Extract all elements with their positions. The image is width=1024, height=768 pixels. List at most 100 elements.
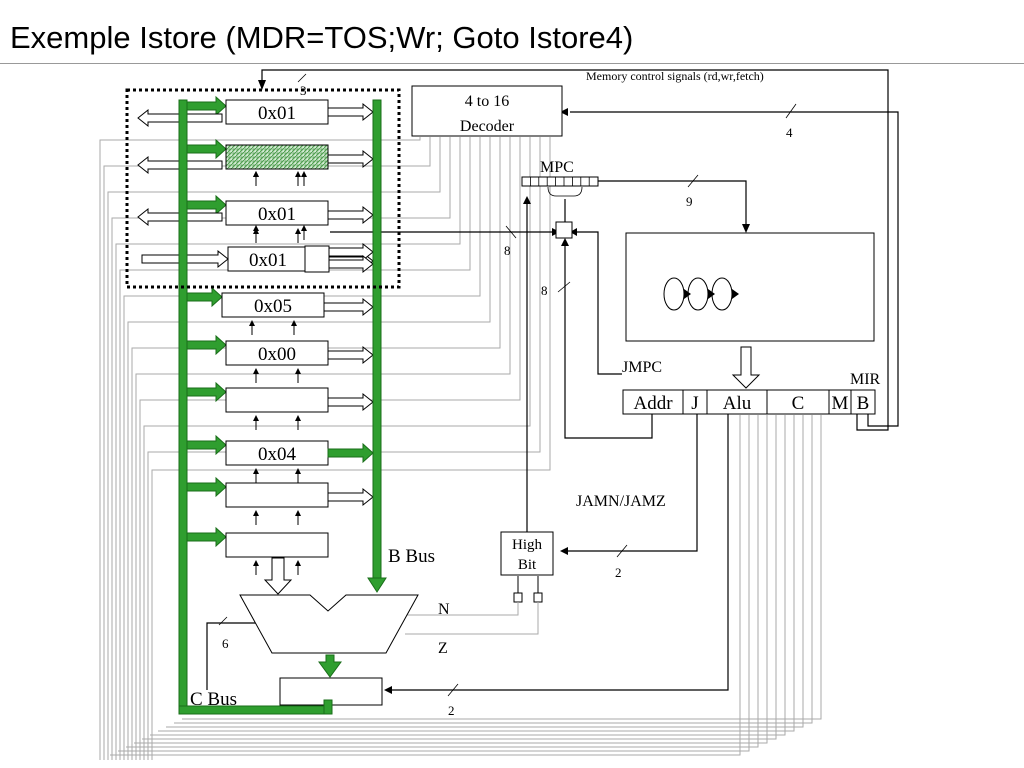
register-4 <box>221 292 325 318</box>
jamn-jamz-label: JAMN/JAMZ <box>576 493 666 510</box>
mpc-label: MPC <box>540 159 574 176</box>
register-5 <box>225 340 329 366</box>
register-value: 0x05 <box>254 296 292 317</box>
b-bus-output-arrow <box>327 149 374 169</box>
memory-control-label: Memory control signals (rd,wr,fetch) <box>586 69 764 83</box>
mir-field-b <box>850 389 876 415</box>
decoder-line2: Decoder <box>460 118 515 135</box>
mbr-output-arrow <box>328 242 374 262</box>
register-0 <box>225 99 329 125</box>
mir-field-label: B <box>857 393 870 414</box>
register-value: 0x00 <box>258 344 296 365</box>
jmpc-wire <box>574 231 622 375</box>
mir-field-label: J <box>691 393 698 414</box>
c-bus-write-arrow <box>186 286 223 308</box>
width-addr: 8 <box>504 243 511 258</box>
mir-field-addr <box>622 389 684 415</box>
z-label: Z <box>438 640 448 657</box>
width-mem-ctrl: 3 <box>300 83 307 98</box>
b-bus-output-arrow <box>323 297 374 317</box>
h-to-alu-arrow <box>263 557 293 595</box>
mbr-extension <box>304 245 330 273</box>
c-bus-write-arrow <box>186 334 227 356</box>
decoder-line1: 4 to 16 <box>465 93 509 110</box>
mir-field-label: Addr <box>633 393 673 414</box>
decoder-input-wire <box>570 111 899 427</box>
c-bus-write-arrow <box>186 95 227 117</box>
memory-control-wire <box>261 69 889 431</box>
register-value: 0x01 <box>258 103 296 124</box>
mir-field-label: M <box>832 393 849 414</box>
b-bus-enable-arrow <box>327 442 374 464</box>
register-7 <box>225 440 329 466</box>
b-bus-output-arrow <box>327 345 374 365</box>
alu-control-wire <box>206 622 258 690</box>
jam-wire <box>565 414 698 552</box>
b-bus-output-arrow <box>327 205 374 225</box>
high-bit-line1: High <box>512 537 543 553</box>
jam-arrowhead <box>560 547 568 555</box>
register-9 <box>225 532 329 558</box>
alu-to-shifter-arrow <box>318 654 342 678</box>
c-bus-write-arrow <box>186 138 227 160</box>
n-flag <box>513 592 523 603</box>
memory-control-arrowhead <box>258 80 266 90</box>
c-bus-write-arrow <box>186 476 227 498</box>
store-to-mir-arrow <box>731 346 761 389</box>
high-bit-box <box>500 531 554 576</box>
mpc-register <box>521 176 599 197</box>
decoder-box <box>411 85 563 137</box>
register-value: 0x01 <box>258 204 296 225</box>
width-alu-ctrl: 6 <box>222 636 229 651</box>
alu <box>239 594 419 654</box>
mir-field-alu <box>706 389 768 415</box>
width-shift: 2 <box>448 703 455 718</box>
register-6 <box>225 387 329 413</box>
mir-field-label: Alu <box>723 393 752 414</box>
mpc-mux <box>555 221 573 239</box>
register-8 <box>225 482 329 508</box>
register-1 <box>225 144 329 170</box>
c-bus-write-arrow <box>186 526 227 548</box>
jmpc-label: JMPC <box>622 359 662 376</box>
b-bus-output-arrow <box>327 487 374 507</box>
high-bit-line2: Bit <box>518 557 537 573</box>
shifter-control-arrowhead <box>384 686 392 694</box>
addr-to-mux-arrowhead <box>561 238 569 246</box>
width-mdr: 8 <box>541 283 548 298</box>
decoder-input-arrowhead <box>560 108 568 116</box>
b-bus <box>367 99 387 593</box>
width-decoder-in: 4 <box>786 125 793 140</box>
mir-field-label: C <box>792 393 805 414</box>
b-bus-label: B Bus <box>388 546 435 567</box>
jmpc-arrowhead <box>570 228 577 236</box>
slide-title: Exemple Istore (MDR=TOS;Wr; Goto Istore4… <box>10 20 634 55</box>
mpc-to-store-arrowhead <box>742 224 750 233</box>
n-label: N <box>438 601 450 618</box>
c-bus-label: C Bus <box>190 689 237 710</box>
register-3 <box>227 246 309 272</box>
addr-to-mux-wire <box>564 243 653 439</box>
b-bus-output-arrow <box>327 392 374 412</box>
register-value: 0x01 <box>249 250 287 271</box>
mir-field-c <box>766 389 830 415</box>
c-bus <box>178 99 333 715</box>
z-flag <box>533 592 543 603</box>
c-bus-write-arrow <box>186 194 227 216</box>
b-bus-output-arrow <box>327 102 374 122</box>
c-bus-write-arrow <box>186 434 227 456</box>
mpc-to-store-wire <box>598 180 747 226</box>
highbit-to-mux-arrowhead <box>523 196 531 204</box>
control-store-loop-icon <box>663 277 739 311</box>
width-mpc: 9 <box>686 194 693 209</box>
mir-label: MIR <box>850 371 881 388</box>
register-2 <box>225 200 329 226</box>
width-jam: 2 <box>615 565 622 580</box>
mbr-output-arrow <box>328 254 374 274</box>
register-value: 0x04 <box>258 444 297 465</box>
control-store <box>625 232 875 342</box>
c-bus-write-arrow <box>186 381 227 403</box>
shifter-control-wire <box>390 414 729 691</box>
